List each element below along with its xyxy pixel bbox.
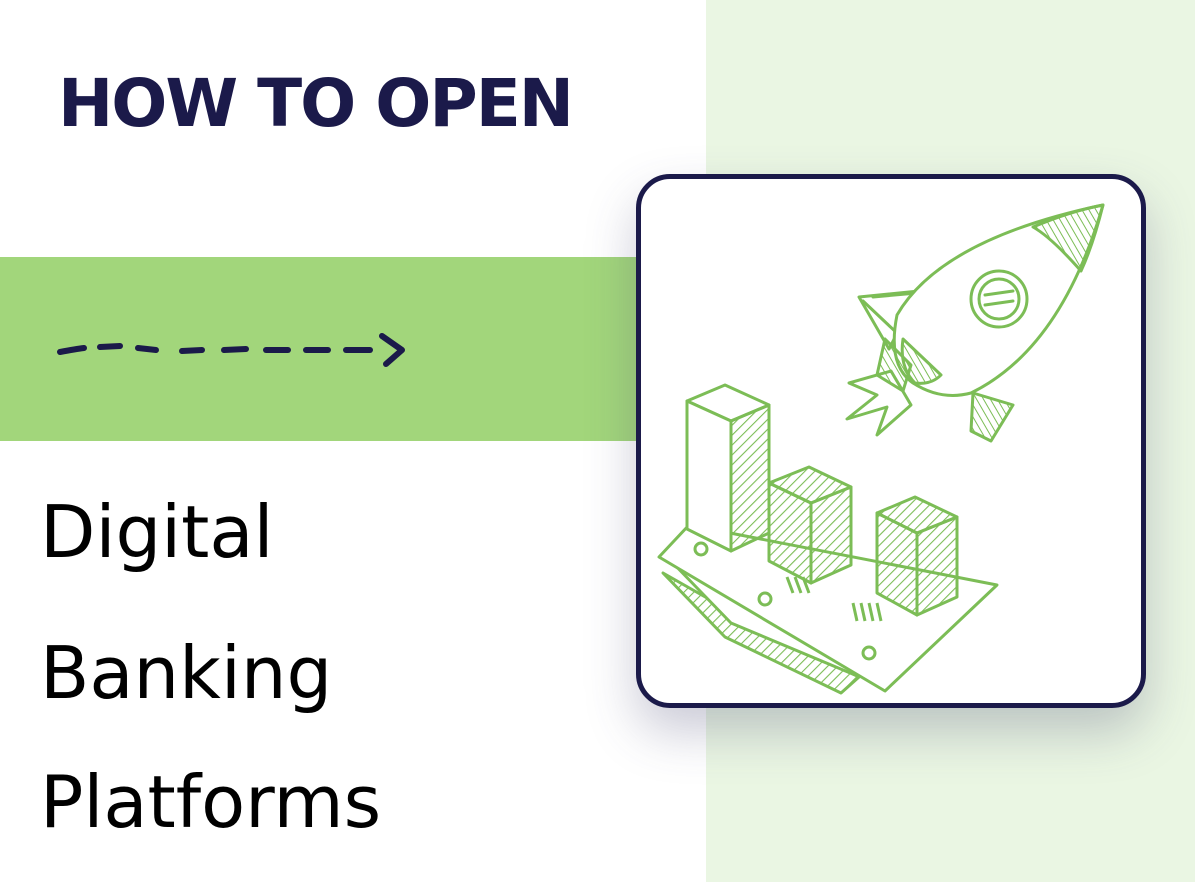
illustration-card (636, 174, 1146, 708)
rocket-icon (845, 203, 1105, 443)
dashed-arrow-icon (57, 333, 405, 367)
bar-chart-icon (685, 383, 959, 617)
title-line-platforms: Platforms (40, 760, 382, 844)
title-line-digital: Digital (40, 490, 274, 574)
money-stack-icon (657, 523, 999, 695)
rocket-and-bar-chart-illustration (657, 203, 1105, 695)
page-heading: HOW TO OPEN (58, 65, 574, 142)
title-line-banking: Banking (40, 631, 333, 715)
